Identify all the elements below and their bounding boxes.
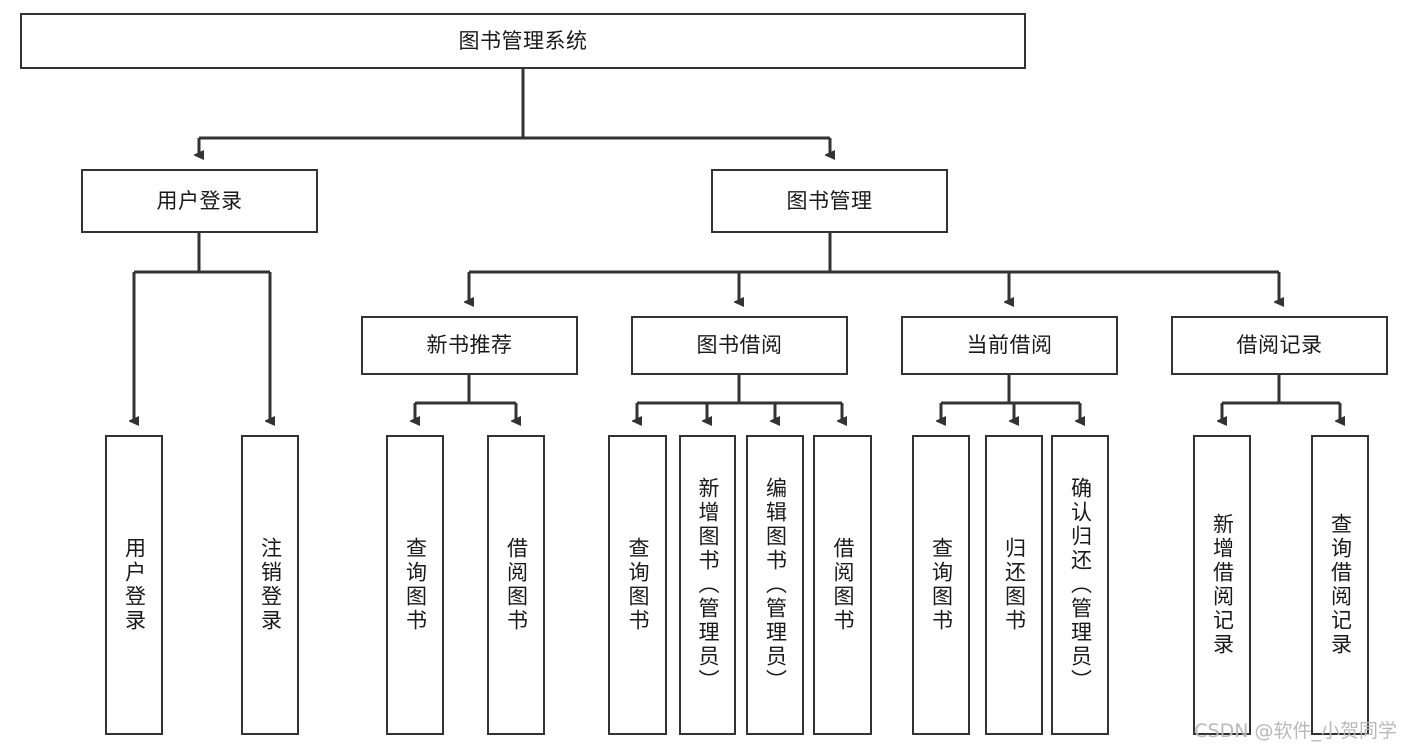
node-book-management-label: 图书管理: [786, 188, 873, 213]
node-leaf-current-query-book[interactable]: 查询图书: [912, 435, 970, 735]
node-root-label: 图书管理系统: [458, 28, 588, 53]
node-leaf-borrow-query-book[interactable]: 查询图书: [608, 435, 667, 735]
node-leaf-current-return-book-label: 归还图书: [1002, 537, 1027, 633]
node-leaf-user-logout-label: 注销登录: [258, 537, 283, 633]
node-leaf-record-add-label: 新增借阅记录: [1210, 513, 1235, 657]
node-root[interactable]: 图书管理系统: [20, 13, 1026, 69]
node-new-book-recommend-label: 新书推荐: [426, 333, 513, 358]
node-leaf-rec-query-book[interactable]: 查询图书: [386, 435, 444, 735]
node-borrow-record-label: 借阅记录: [1236, 333, 1323, 358]
node-current-borrow-label: 当前借阅: [966, 333, 1053, 358]
node-leaf-borrow-borrow-book[interactable]: 借阅图书: [813, 435, 872, 735]
node-leaf-record-query[interactable]: 查询借阅记录: [1311, 435, 1369, 735]
node-leaf-record-query-label: 查询借阅记录: [1328, 513, 1353, 657]
node-leaf-record-add[interactable]: 新增借阅记录: [1193, 435, 1251, 735]
node-book-borrow[interactable]: 图书借阅: [631, 316, 848, 375]
node-borrow-record[interactable]: 借阅记录: [1171, 316, 1388, 375]
node-current-borrow[interactable]: 当前借阅: [901, 316, 1118, 375]
node-new-book-recommend[interactable]: 新书推荐: [361, 316, 578, 375]
node-leaf-borrow-add-book[interactable]: 新增图书（管理员）: [679, 435, 736, 735]
node-leaf-user-logout[interactable]: 注销登录: [241, 435, 299, 735]
node-leaf-borrow-borrow-book-label: 借阅图书: [831, 537, 855, 633]
node-leaf-user-login-label: 用户登录: [122, 537, 147, 633]
node-book-borrow-label: 图书借阅: [696, 333, 783, 358]
node-leaf-rec-borrow-book[interactable]: 借阅图书: [487, 435, 545, 735]
node-book-management[interactable]: 图书管理: [711, 169, 948, 233]
node-leaf-rec-borrow-book-label: 借阅图书: [504, 537, 529, 633]
node-leaf-rec-query-book-label: 查询图书: [403, 537, 428, 633]
node-user-login-label: 用户登录: [156, 188, 243, 213]
node-leaf-borrow-edit-book-label: 编辑图书（管理员）: [763, 477, 788, 693]
node-leaf-current-return-book[interactable]: 归还图书: [985, 435, 1043, 735]
node-leaf-current-query-book-label: 查询图书: [929, 537, 954, 633]
node-leaf-user-login[interactable]: 用户登录: [105, 435, 163, 735]
node-leaf-borrow-query-book-label: 查询图书: [626, 537, 650, 633]
node-leaf-borrow-add-book-label: 新增图书（管理员）: [696, 477, 720, 693]
node-leaf-current-confirm-return[interactable]: 确认归还（管理员）: [1051, 435, 1109, 735]
node-leaf-borrow-edit-book[interactable]: 编辑图书（管理员）: [746, 435, 804, 735]
node-user-login[interactable]: 用户登录: [81, 169, 318, 233]
node-leaf-current-confirm-return-label: 确认归还（管理员）: [1068, 477, 1093, 693]
